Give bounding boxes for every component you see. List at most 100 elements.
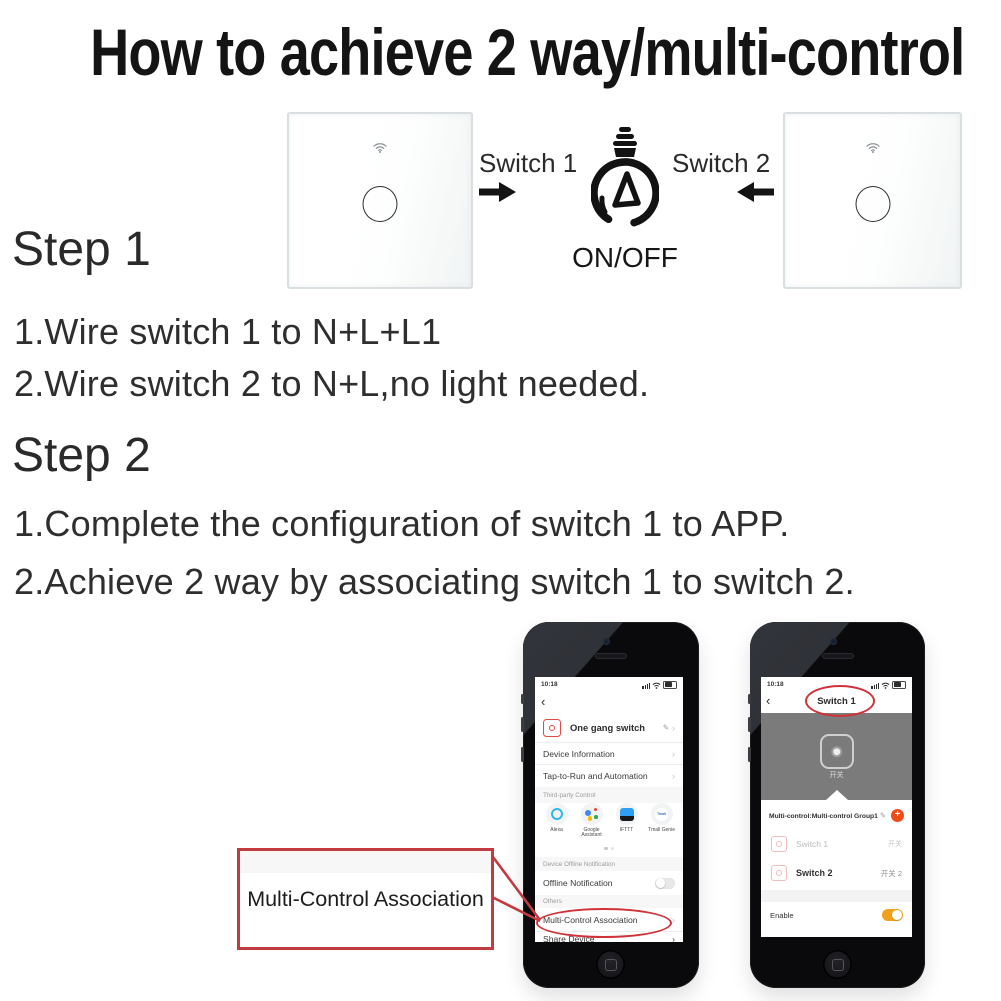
third-party-icons-row: Alexa Google Assistant IFTTT Tmall T [535, 803, 683, 847]
step2-heading: Step 2 [12, 429, 151, 482]
section-others: Others [535, 895, 683, 908]
chevron-right-icon: › [672, 771, 675, 781]
home-button[interactable] [823, 950, 852, 979]
device-control-panel: 开关 [761, 713, 912, 800]
edit-pencil-icon[interactable]: ✎ [662, 723, 669, 732]
switch-panel-2 [783, 112, 962, 289]
offline-notification-row: Offline Notification [535, 871, 683, 895]
callout-label: Multi-Control Association [247, 886, 484, 911]
status-bar: 10:18 [761, 679, 912, 690]
highlight-ellipse-switch1-title [805, 685, 875, 717]
volume-down-button [748, 747, 751, 762]
step2-line2: 2.Achieve 2 way by associating switch 1 … [14, 561, 855, 602]
section-gap [761, 890, 912, 902]
integration-google-assistant[interactable]: Google Assistant [575, 803, 609, 847]
alexa-icon [545, 803, 568, 825]
step2-line1: 1.Complete the configuration of switch 1… [14, 503, 790, 544]
group-title: Multi-control:Multi-control Group1 ✎ [769, 810, 886, 820]
phone1-screen: 10:18 ‹ One gang switch ✎ › Device Infor… [535, 677, 683, 942]
chevron-right-icon: › [672, 934, 675, 942]
bubble-notch [825, 790, 848, 800]
step1-line2: 2.Wire switch 2 to N+L,no light needed. [14, 363, 650, 404]
section-third-party: Third-party Control [535, 787, 683, 803]
status-time: 10:18 [767, 681, 784, 688]
switch-channel: 开关 [888, 841, 902, 848]
group-switch1-row[interactable]: Switch 1 开关 [761, 830, 912, 858]
device-information-row[interactable]: Device Information › [535, 743, 683, 765]
page-title: How to achieve 2 way/multi-control [90, 15, 965, 89]
mute-switch [521, 694, 524, 704]
camera-dot [603, 638, 610, 645]
integration-ifttt[interactable]: IFTTT [610, 803, 644, 847]
home-button-square [604, 958, 617, 971]
mute-switch [748, 694, 751, 704]
row-label: Device Information [543, 748, 615, 759]
enable-row: Enable [761, 902, 912, 928]
volume-up-button [748, 717, 751, 732]
wifi-icon [373, 140, 388, 158]
integration-alexa[interactable]: Alexa [540, 803, 574, 847]
tap-to-run-row[interactable]: Tap-to-Run and Automation › [535, 765, 683, 787]
battery-icon [663, 680, 677, 689]
phone-1: 10:18 ‹ One gang switch ✎ › Device Infor… [521, 622, 699, 988]
row-label: Tap-to-Run and Automation [543, 771, 648, 781]
row-label: Share Device [543, 934, 595, 942]
highlight-ellipse-multi-control [536, 908, 672, 938]
status-bar: 10:18 [535, 679, 683, 690]
home-button[interactable] [596, 950, 625, 979]
onoff-label: ON/OFF [572, 242, 678, 273]
back-button[interactable]: ‹ [541, 694, 546, 709]
switch-name: Switch 2 [796, 868, 833, 878]
status-time: 10:18 [541, 681, 558, 688]
integration-tmall-genie[interactable]: Tmall Tmall Genie [645, 803, 679, 847]
tmall-genie-icon: Tmall [650, 803, 673, 825]
chevron-right-icon: › [672, 748, 675, 759]
step1-heading: Step 1 [12, 223, 151, 276]
google-assistant-icon [580, 803, 603, 825]
chevron-right-icon: › [672, 722, 675, 733]
home-button-square [831, 958, 844, 971]
integration-label: IFTTT [619, 826, 634, 833]
signal-icon [871, 683, 879, 689]
integration-label: Tmall Genie [648, 826, 675, 833]
edit-pencil-icon[interactable]: ✎ [879, 810, 886, 820]
group-switch2-row[interactable]: Switch 2 开关 2 [761, 858, 912, 888]
switch-touch-button[interactable] [819, 734, 854, 769]
speaker-slot [595, 653, 627, 659]
offline-notification-toggle[interactable] [655, 877, 675, 889]
section-offline-notification: Device Offline Notification [535, 857, 683, 871]
integration-label: Alexa [550, 826, 563, 833]
device-header-row[interactable]: One gang switch ✎ › [535, 713, 683, 743]
back-button[interactable]: ‹ [766, 693, 771, 708]
device-icon [543, 718, 561, 737]
diagram-switch1-label: Switch 1 [479, 148, 578, 178]
partial-row[interactable]: Share Device › [535, 932, 683, 942]
chevron-right-icon: › [672, 914, 675, 925]
switch-device-icon [771, 865, 787, 881]
switch-panel-1 [287, 112, 473, 289]
callout-box: Multi-Control Association [237, 848, 494, 950]
phone-2: 10:18 ‹ Switch 1 开关 Multi-control:Multi-… [748, 622, 925, 988]
battery-icon [892, 680, 906, 689]
switch-button-label: 开关 [829, 772, 844, 779]
add-switch-button[interactable]: + [891, 808, 904, 822]
signal-icon [642, 683, 650, 689]
touch-button-ring [362, 186, 398, 222]
wifi-icon [881, 682, 890, 689]
step1-line1: 1.Wire switch 1 to N+L+L1 [14, 311, 442, 352]
camera-dot [830, 638, 837, 645]
wifi-icon [865, 140, 880, 158]
switch-channel: 开关 2 [880, 868, 902, 878]
volume-down-button [521, 747, 524, 762]
integration-label: Google Assistant [581, 826, 602, 839]
switch-name: Switch 1 [796, 839, 829, 849]
enable-label: Enable [770, 910, 794, 920]
phone2-screen: 10:18 ‹ Switch 1 开关 Multi-control:Multi-… [761, 677, 912, 937]
row-label: Offline Notification [543, 878, 613, 888]
ifttt-icon [615, 803, 638, 825]
device-name: One gang switch [570, 722, 646, 733]
volume-up-button [521, 717, 524, 732]
enable-toggle[interactable] [882, 909, 903, 921]
arrow-right-icon [479, 181, 517, 208]
